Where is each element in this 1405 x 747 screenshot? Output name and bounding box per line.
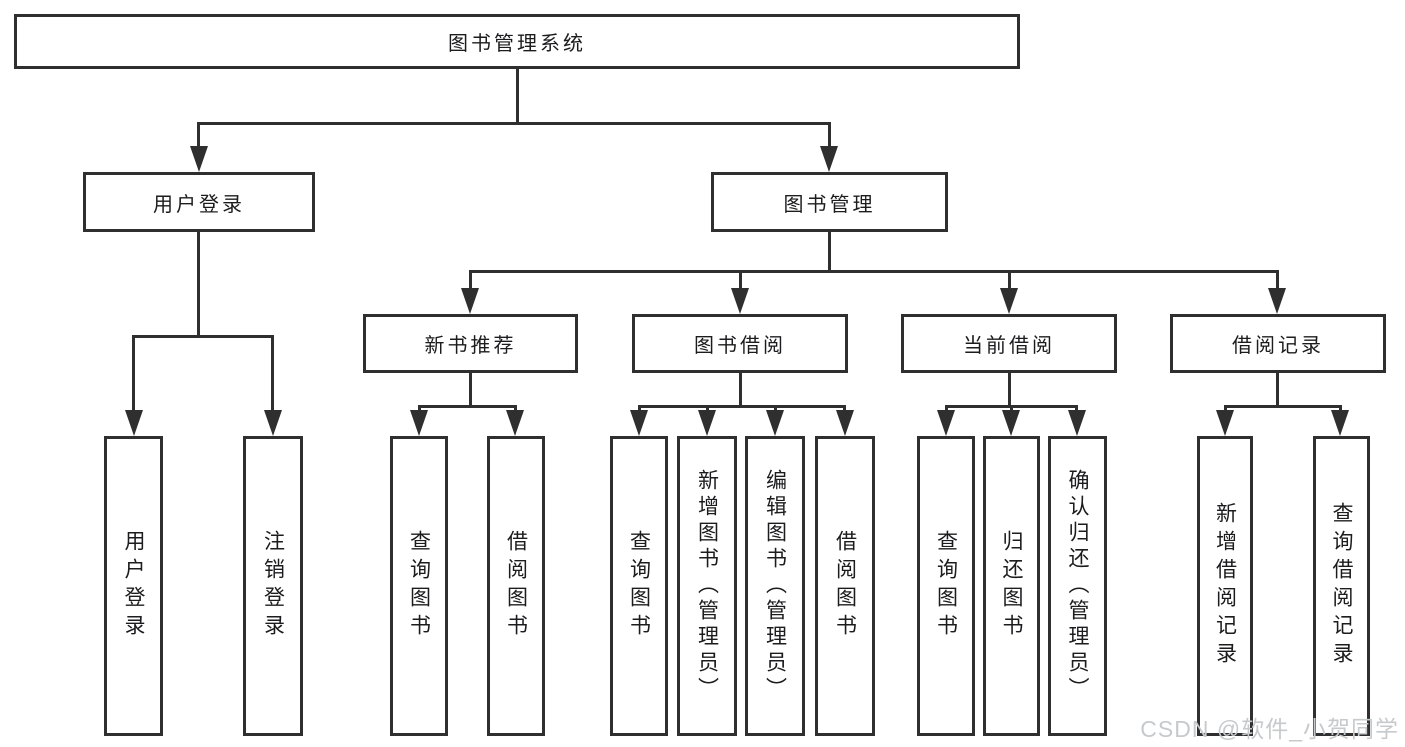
connector-current-stem [1008, 373, 1011, 407]
leaf-user-login: 用户登录 [104, 436, 163, 736]
connector-to-borrowing-records [1276, 270, 1279, 292]
connector-user-login-rail [133, 335, 273, 338]
leaf-cb-confirm-return-admin: 确认归还（管理员） [1048, 436, 1107, 736]
leaf-cb-return-books: 归还图书 [983, 436, 1040, 736]
node-book-borrowing: 图书借阅 [632, 314, 848, 373]
csdn-watermark: CSDN @软件_小贺同学 [1140, 716, 1399, 742]
arrow-down-icon [410, 410, 428, 436]
node-book-management: 图书管理 [711, 172, 948, 232]
arrow-down-icon [820, 146, 838, 172]
connector-to-user-login [197, 122, 200, 150]
connector-to-book-management [828, 122, 831, 150]
arrow-down-icon [630, 410, 648, 436]
connector-book-management-stem [828, 232, 831, 272]
node-current-borrowing: 当前借阅 [901, 314, 1117, 373]
connector-to-cb-confirm [1075, 405, 1078, 414]
connector-root-stem [516, 69, 519, 122]
leaf-cb-query-books: 查询图书 [917, 436, 975, 736]
arrow-down-icon [836, 410, 854, 436]
connector-recommendation-rail [419, 405, 517, 408]
connector-to-bb-edit [774, 405, 777, 414]
arrow-down-icon [1002, 410, 1020, 436]
connector-to-current-borrowing [1008, 270, 1011, 292]
connector-records-stem [1276, 373, 1279, 407]
leaf-bb-query-books: 查询图书 [610, 436, 668, 736]
connector-to-br-add [1224, 405, 1227, 414]
connector-to-new-book-recommendation [469, 270, 472, 292]
leaf-bb-borrow-books: 借阅图书 [815, 436, 875, 736]
node-user-login: 用户登录 [83, 172, 315, 232]
leaf-rec-borrow-books: 借阅图书 [487, 436, 545, 736]
arrow-down-icon [698, 410, 716, 436]
arrow-down-icon [506, 410, 524, 436]
connector-to-cb-query [945, 405, 948, 414]
node-borrowing-records: 借阅记录 [1170, 314, 1386, 373]
connector-to-book-borrowing [739, 270, 742, 292]
arrow-down-icon [264, 410, 282, 436]
leaf-logout-login: 注销登录 [243, 436, 303, 736]
arrow-down-icon [1268, 288, 1286, 314]
arrow-down-icon [1216, 410, 1234, 436]
leaf-bb-add-book-admin: 新增图书（管理员） [677, 436, 737, 736]
connector-user-login-stem [197, 232, 200, 335]
arrow-down-icon [766, 410, 784, 436]
arrow-down-icon [1331, 410, 1349, 436]
arrow-down-icon [461, 288, 479, 314]
arrow-down-icon [1068, 410, 1086, 436]
connector-level3-rail [469, 270, 1279, 273]
leaf-br-query-borrow-record: 查询借阅记录 [1313, 436, 1370, 736]
node-library-management-system: 图书管理系统 [14, 14, 1020, 69]
arrow-down-icon [937, 410, 955, 436]
connector-records-rail [1225, 405, 1342, 408]
connector-to-bb-add [706, 405, 709, 414]
connector-recommendation-stem [469, 373, 472, 407]
arrow-down-icon [1000, 288, 1018, 314]
arrow-down-icon [190, 146, 208, 172]
connector-to-leaf-user-login [132, 335, 135, 413]
connector-to-leaf-logout [271, 335, 274, 413]
connector-to-br-query [1339, 405, 1342, 414]
arrow-down-icon [731, 288, 749, 314]
connector-to-bb-query [638, 405, 641, 414]
connector-to-rec-borrow [514, 405, 517, 414]
connector-level2-rail [198, 122, 831, 125]
connector-to-cb-return [1010, 405, 1013, 414]
leaf-bb-edit-book-admin: 编辑图书（管理员） [745, 436, 805, 736]
connector-borrowing-rail [639, 405, 845, 408]
connector-to-rec-query [418, 405, 421, 414]
arrow-down-icon [125, 410, 143, 436]
leaf-br-add-borrow-record: 新增借阅记录 [1197, 436, 1253, 736]
connector-borrowing-stem [739, 373, 742, 407]
connector-to-bb-borrow [843, 405, 846, 414]
node-new-book-recommendation: 新书推荐 [363, 314, 578, 373]
leaf-rec-query-books: 查询图书 [390, 436, 448, 736]
